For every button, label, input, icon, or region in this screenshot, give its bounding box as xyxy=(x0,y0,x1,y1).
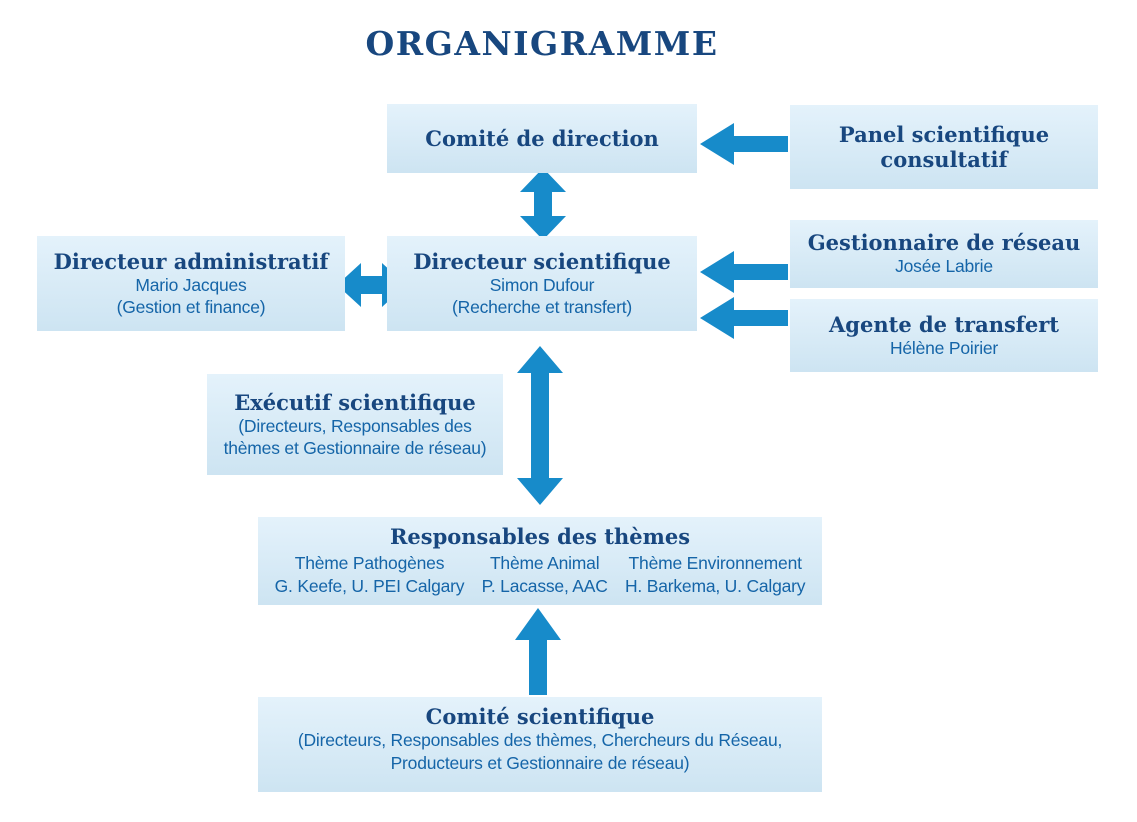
diagram-title: ORGANIGRAMME xyxy=(365,24,719,63)
arrow-agente-to-directeur-icon xyxy=(700,297,788,339)
theme-environnement-name: Thème Environnement xyxy=(628,553,802,574)
box-directeur-administratif: Directeur administratif Mario Jacques (G… xyxy=(37,236,345,331)
themes-row: Thème Pathogènes G. Keefe, U. PEI Calgar… xyxy=(258,552,822,597)
theme-pathogenes-lead: G. Keefe, U. PEI Calgary xyxy=(274,575,465,596)
box-comite-scientifique-title: Comité scientifique xyxy=(425,704,655,729)
box-comite-scientifique-members-line2: Producteurs et Gestionnaire de réseau) xyxy=(390,752,690,773)
arrow-directeur-responsables-double-icon xyxy=(517,346,563,505)
arrow-gestionnaire-to-directeur-icon xyxy=(700,251,788,293)
box-executif-scientifique-members-line2: thèmes et Gestionnaire de réseau) xyxy=(223,438,487,459)
box-directeur-scientifique: Directeur scientifique Simon Dufour (Rec… xyxy=(387,236,697,331)
box-agente-transfert: Agente de transfert Hélène Poirier xyxy=(790,299,1098,372)
box-comite-scientifique: Comité scientifique (Directeurs, Respons… xyxy=(258,697,822,792)
box-panel-scientifique: Panel scientifique consultatif xyxy=(790,105,1098,189)
box-responsables-themes: Responsables des thèmes Thème Pathogènes… xyxy=(258,517,822,605)
theme-col-environnement: Thème Environnement H. Barkema, U. Calga… xyxy=(624,552,806,597)
arrow-panel-to-comite-icon xyxy=(700,123,788,165)
box-comite-direction-title: Comité de direction xyxy=(425,125,659,151)
box-executif-scientifique: Exécutif scientifique (Directeurs, Respo… xyxy=(207,374,503,475)
box-gestionnaire-reseau: Gestionnaire de réseau Josée Labrie xyxy=(790,220,1098,288)
theme-col-pathogenes: Thème Pathogènes G. Keefe, U. PEI Calgar… xyxy=(275,552,465,597)
box-directeur-scientifique-title: Directeur scientifique xyxy=(413,248,671,274)
box-comite-scientifique-members-line1: (Directeurs, Responsables des thèmes, Ch… xyxy=(297,730,783,751)
theme-environnement-lead: H. Barkema, U. Calgary xyxy=(624,575,806,596)
box-directeur-scientifique-person: Simon Dufour xyxy=(489,274,595,295)
arrow-comite-sci-to-responsables-icon xyxy=(515,608,561,695)
theme-animal-name: Thème Animal xyxy=(489,553,600,574)
box-directeur-administratif-role: (Gestion et finance) xyxy=(116,297,266,318)
box-directeur-administratif-title: Directeur administratif xyxy=(53,248,329,274)
theme-animal-lead: P. Lacasse, AAC xyxy=(481,575,608,596)
box-directeur-administratif-person: Mario Jacques xyxy=(135,274,247,295)
theme-pathogenes-name: Thème Pathogènes xyxy=(294,553,445,574)
box-responsables-themes-title: Responsables des thèmes xyxy=(389,524,691,549)
arrow-comite-directeur-double-icon xyxy=(520,168,566,240)
theme-col-animal: Thème Animal P. Lacasse, AAC xyxy=(482,552,608,597)
box-executif-scientifique-members-line1: (Directeurs, Responsables des xyxy=(238,415,472,436)
box-gestionnaire-reseau-title: Gestionnaire de réseau xyxy=(807,230,1081,256)
box-agente-transfert-title: Agente de transfert xyxy=(829,311,1059,337)
box-comite-direction: Comité de direction xyxy=(387,104,697,173)
box-executif-scientifique-title: Exécutif scientifique xyxy=(234,389,476,415)
box-gestionnaire-reseau-person: Josée Labrie xyxy=(895,256,993,277)
box-panel-scientifique-title: Panel scientifique consultatif xyxy=(838,121,1050,172)
box-directeur-scientifique-role: (Recherche et transfert) xyxy=(452,297,632,318)
box-agente-transfert-person: Hélène Poirier xyxy=(889,337,999,358)
